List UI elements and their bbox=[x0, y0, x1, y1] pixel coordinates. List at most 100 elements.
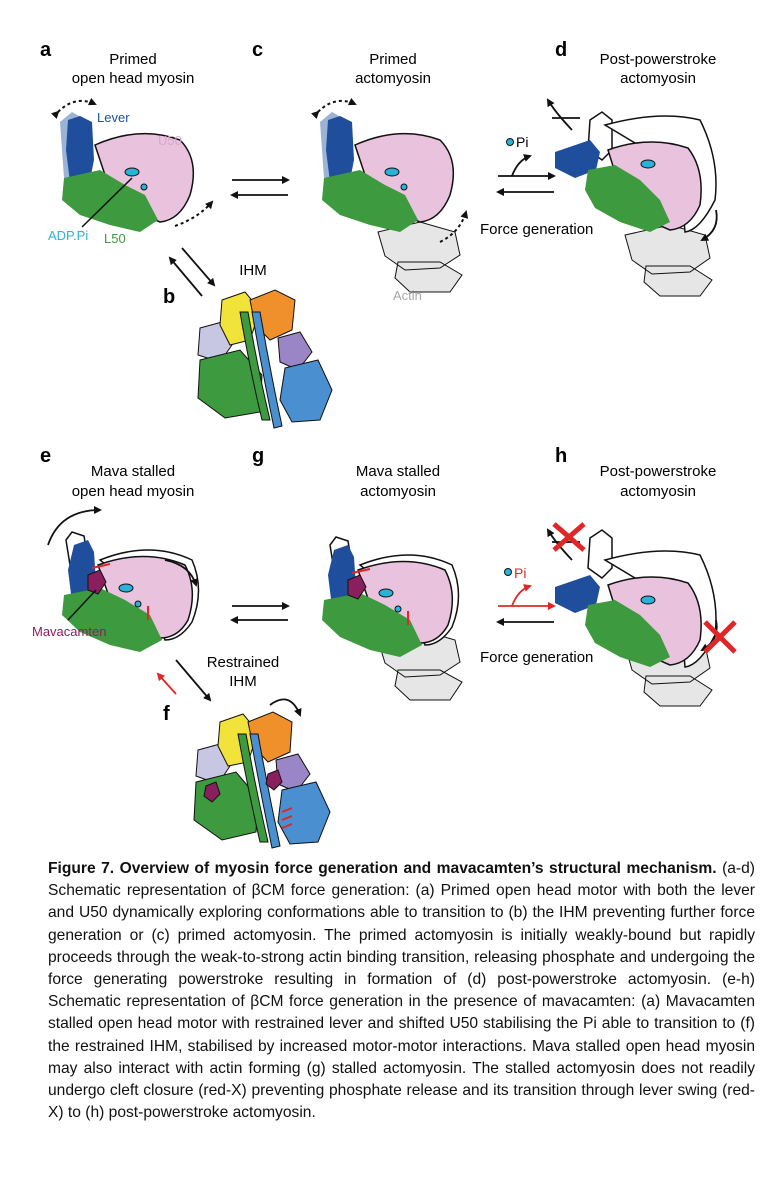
lever-domain bbox=[555, 575, 600, 613]
lever-domain bbox=[555, 140, 600, 178]
pi-dot bbox=[504, 568, 512, 576]
panel-f-title-line2: IHM bbox=[229, 673, 257, 690]
lever-swing-arrow bbox=[50, 97, 97, 120]
panel-letter-h: h bbox=[555, 445, 567, 467]
adp-pi-label: ADP.Pi bbox=[48, 228, 88, 243]
adp-pi-pocket bbox=[118, 583, 134, 593]
panel-e: e Mava stalled open head myosin Mavacamt… bbox=[32, 445, 200, 652]
mavacamten-molecule bbox=[347, 574, 367, 600]
mavacamten-leader-line bbox=[67, 589, 97, 621]
panel-letter-b: b bbox=[163, 286, 175, 308]
pi-label: Pi bbox=[516, 134, 528, 150]
cleft-pocket bbox=[640, 159, 656, 169]
panel-g: g Mava stalled actomyosin bbox=[252, 445, 463, 701]
actin-filament bbox=[377, 221, 463, 293]
panel-b: b IHM bbox=[163, 262, 333, 429]
panel-c-title-line2: actomyosin bbox=[355, 70, 431, 87]
adp-pi-dot bbox=[394, 605, 402, 613]
equilibrium-e-f bbox=[156, 659, 212, 702]
ihm-lever-green bbox=[237, 733, 269, 843]
panel-e-title-line2: open head myosin bbox=[72, 483, 195, 500]
panel-h: h Post-powerstroke actomyosin bbox=[546, 445, 737, 707]
equilibrium-g-h: Pi Force generation bbox=[480, 565, 593, 666]
u50-label: U50 bbox=[158, 133, 182, 148]
u50-rotation-arrow bbox=[700, 619, 718, 651]
restraint-tick bbox=[351, 568, 371, 574]
restraint-tick bbox=[281, 823, 293, 829]
ihm-purple-domain bbox=[277, 331, 313, 371]
panel-a: a Primed open head myosin Lever U50 ADP.… bbox=[40, 39, 214, 246]
l50-label: L50 bbox=[104, 231, 126, 246]
actin-filament bbox=[624, 224, 713, 297]
red-x-mark-lever bbox=[552, 522, 586, 552]
restraint-tick bbox=[281, 815, 293, 821]
adp-pi-pocket bbox=[378, 588, 394, 598]
panel-g-title-line1: Mava stalled bbox=[356, 463, 440, 480]
ihm-blue-domain bbox=[277, 781, 331, 845]
panel-b-title: IHM bbox=[239, 262, 267, 279]
caption-title: Figure 7. Overview of myosin force gener… bbox=[48, 860, 717, 877]
pi-release-arrow bbox=[511, 154, 532, 177]
pi-label: Pi bbox=[514, 565, 526, 581]
pi-release-arrow bbox=[511, 584, 532, 607]
ihm-rotation-arrow bbox=[269, 698, 302, 717]
panel-h-title-line2: actomyosin bbox=[620, 483, 696, 500]
panel-letter-d: d bbox=[555, 39, 567, 61]
mavacamten-molecule bbox=[265, 769, 283, 791]
panel-letter-f: f bbox=[163, 703, 170, 725]
red-x-mark-cleft bbox=[703, 620, 737, 654]
equilibrium-a-c bbox=[230, 176, 290, 199]
equilibrium-a-b bbox=[168, 247, 216, 297]
ihm-blue-domain bbox=[279, 359, 333, 423]
lever-label: Lever bbox=[97, 110, 130, 125]
lever-swing-arrow bbox=[546, 528, 573, 561]
panel-h-title-line1: Post-powerstroke bbox=[600, 463, 717, 480]
adp-pi-leader-line bbox=[81, 177, 133, 228]
caption-body: (a-d) Schematic representation of βCM fo… bbox=[48, 860, 755, 1122]
u50-shift-arrow bbox=[164, 559, 199, 587]
lever-domain bbox=[66, 116, 94, 182]
adp-pi-dot bbox=[400, 183, 408, 191]
equilibrium-e-g bbox=[230, 602, 290, 624]
panel-letter-a: a bbox=[40, 39, 52, 61]
ihm-lever-green bbox=[239, 311, 271, 421]
panel-letter-g: g bbox=[252, 445, 264, 467]
lever-domain bbox=[326, 116, 354, 182]
panel-g-title-line2: actomyosin bbox=[360, 483, 436, 500]
l50-domain bbox=[585, 165, 670, 232]
panel-f: f Restrained IHM bbox=[163, 654, 331, 849]
u50-rotation-arrow bbox=[700, 209, 718, 241]
adp-pi-dot bbox=[140, 183, 148, 191]
ihm-lever-blue bbox=[249, 733, 281, 849]
panel-d: d Post-powerstroke actomyosin bbox=[546, 39, 718, 297]
mavacamten-label: Mavacamten bbox=[32, 624, 106, 639]
panel-c-title-line1: Primed bbox=[369, 51, 417, 68]
restraint-tick bbox=[281, 807, 293, 813]
lever-outline-previous bbox=[587, 529, 613, 579]
mavacamten-molecule bbox=[203, 781, 221, 803]
adp-pi-dot bbox=[134, 600, 142, 608]
equilibrium-c-d: Pi Force generation bbox=[480, 134, 593, 238]
adp-pi-pocket bbox=[124, 167, 140, 177]
cleft-closure-arrow bbox=[439, 210, 469, 243]
mavacamten-molecule bbox=[87, 569, 107, 595]
cleft-pocket bbox=[640, 595, 656, 605]
force-generation-label: Force generation bbox=[480, 221, 593, 238]
actin-label: Actin bbox=[393, 288, 422, 303]
l50-domain bbox=[62, 170, 158, 232]
panel-letter-c: c bbox=[252, 39, 263, 61]
lever-restrain-arrow bbox=[47, 506, 102, 546]
ihm-lever-blue bbox=[251, 311, 283, 429]
panel-f-title-line1: Restrained bbox=[207, 654, 280, 671]
panel-a-title-line1: Primed bbox=[109, 51, 157, 68]
l50-domain bbox=[62, 588, 162, 652]
lever-swing-arrow bbox=[546, 98, 573, 131]
restraint-tick bbox=[91, 563, 111, 569]
adp-pi-pocket bbox=[384, 167, 400, 177]
panel-a-title-line2: open head myosin bbox=[72, 70, 195, 87]
force-generation-label: Force generation bbox=[480, 649, 593, 666]
l50-domain bbox=[322, 170, 418, 232]
pi-dot bbox=[506, 138, 514, 146]
panel-letter-e: e bbox=[40, 445, 51, 467]
lever-swing-arrow bbox=[310, 97, 357, 120]
